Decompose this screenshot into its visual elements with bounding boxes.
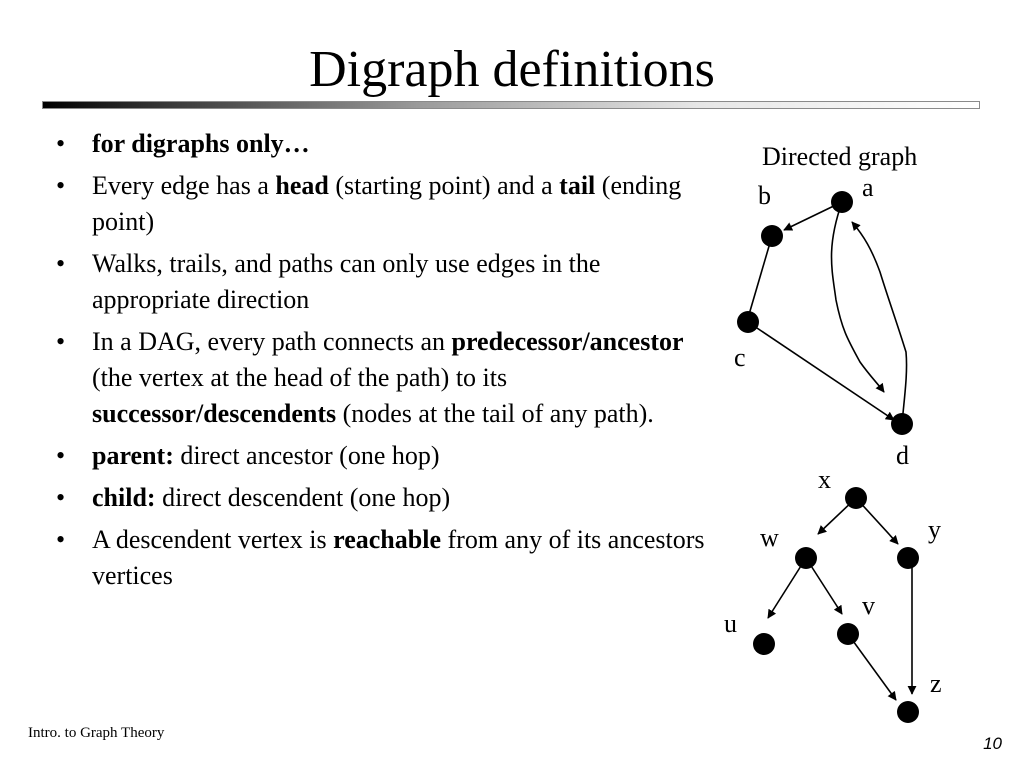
bullet-text: Walks, trails, and paths can only use ed… bbox=[92, 249, 601, 314]
graph1-vertices bbox=[737, 191, 913, 435]
bullet-emphasis: for digraphs only… bbox=[92, 129, 310, 158]
bullet-emphasis: reachable bbox=[333, 525, 441, 554]
bullet-emphasis: child: bbox=[92, 483, 156, 512]
vertex-y bbox=[897, 547, 919, 569]
graph2-edges bbox=[767, 497, 917, 701]
graph2-vertices bbox=[753, 487, 919, 723]
slide-title: Digraph definitions bbox=[309, 41, 715, 98]
bullet-item: • In a DAG, every path connects an predec… bbox=[52, 324, 724, 432]
footer-course-title: Intro. to Graph Theory bbox=[28, 725, 165, 741]
bullet-dot: • bbox=[56, 483, 66, 512]
vertex-label-x: x bbox=[818, 465, 831, 494]
vertex-label-y: y bbox=[928, 515, 941, 544]
bullet-emphasis: successor/descendents bbox=[92, 399, 337, 428]
vertex-label-v: v bbox=[862, 591, 875, 620]
bullet-item: • child: direct descendent (one hop) bbox=[52, 480, 724, 516]
bullet-dot: • bbox=[56, 129, 66, 158]
bullet-emphasis: predecessor/ancestor bbox=[451, 327, 684, 356]
vertex-x bbox=[845, 487, 867, 509]
vertex-label-w: w bbox=[760, 523, 779, 552]
bullet-text: from any of its ancestors vertices bbox=[92, 525, 705, 590]
bullet-emphasis: parent: bbox=[92, 441, 174, 470]
vertex-z bbox=[897, 701, 919, 723]
vertex-d bbox=[891, 413, 913, 435]
vertex-u bbox=[753, 633, 775, 655]
bullet-emphasis: tail bbox=[559, 171, 596, 200]
bullet-dot: • bbox=[56, 441, 66, 470]
vertex-c bbox=[737, 311, 759, 333]
bullet-item: • Every edge has a head (starting point) … bbox=[52, 168, 724, 240]
bullet-emphasis: head bbox=[275, 171, 329, 200]
bullet-text: A descendent vertex is bbox=[92, 525, 334, 554]
page-number: 10 bbox=[983, 734, 1002, 753]
bullet-item: • A descendent vertex is reachable from a… bbox=[52, 522, 724, 594]
bullet-item: • Walks, trails, and paths can only use e… bbox=[52, 246, 724, 318]
vertex-a bbox=[831, 191, 853, 213]
bullet-text: (starting point) and a bbox=[328, 171, 560, 200]
bullet-text: In a DAG, every path connects an bbox=[92, 327, 452, 356]
bullet-text: direct ancestor (one hop) bbox=[173, 441, 440, 470]
vertex-v bbox=[837, 623, 859, 645]
bullet-text: (ending point) bbox=[92, 171, 682, 236]
vertex-label-c: c bbox=[734, 343, 746, 372]
bullet-dot: • bbox=[56, 525, 66, 554]
bullet-dot: • bbox=[56, 249, 66, 278]
bullet-text: Every edge has a bbox=[92, 171, 276, 200]
vertex-b bbox=[761, 225, 783, 247]
vertex-label-u: u bbox=[724, 609, 737, 638]
edge-w-u bbox=[767, 557, 807, 619]
bullet-text: direct descendent (one hop) bbox=[155, 483, 451, 512]
edge-b-c bbox=[747, 235, 773, 319]
bullet-dot: • bbox=[56, 171, 66, 200]
vertex-label-b: b bbox=[758, 181, 771, 210]
edge-a-d bbox=[830, 201, 885, 393]
edge-c-d bbox=[747, 321, 895, 421]
bullet-item: • for digraphs only… bbox=[52, 126, 724, 162]
bullet-text: (the vertex at the head of the path) to … bbox=[92, 363, 508, 392]
vertex-label-a: a bbox=[862, 173, 874, 202]
bullet-item: • parent: direct ancestor (one hop) bbox=[52, 438, 724, 474]
bullet-text: (nodes at the tail of any path). bbox=[336, 399, 654, 428]
title-divider bbox=[42, 101, 980, 109]
vertex-w bbox=[795, 547, 817, 569]
bullet-dot: • bbox=[56, 327, 66, 356]
edge-v-z bbox=[847, 633, 897, 701]
vertex-label-z: z bbox=[930, 669, 942, 698]
graph1-caption: Directed graph bbox=[762, 142, 917, 171]
bullet-list: • for digraphs only… • Every edge has a hea… bbox=[52, 126, 724, 600]
vertex-label-d: d bbox=[896, 441, 909, 470]
edge-w-v bbox=[805, 557, 843, 615]
edge-d-a bbox=[851, 221, 908, 425]
